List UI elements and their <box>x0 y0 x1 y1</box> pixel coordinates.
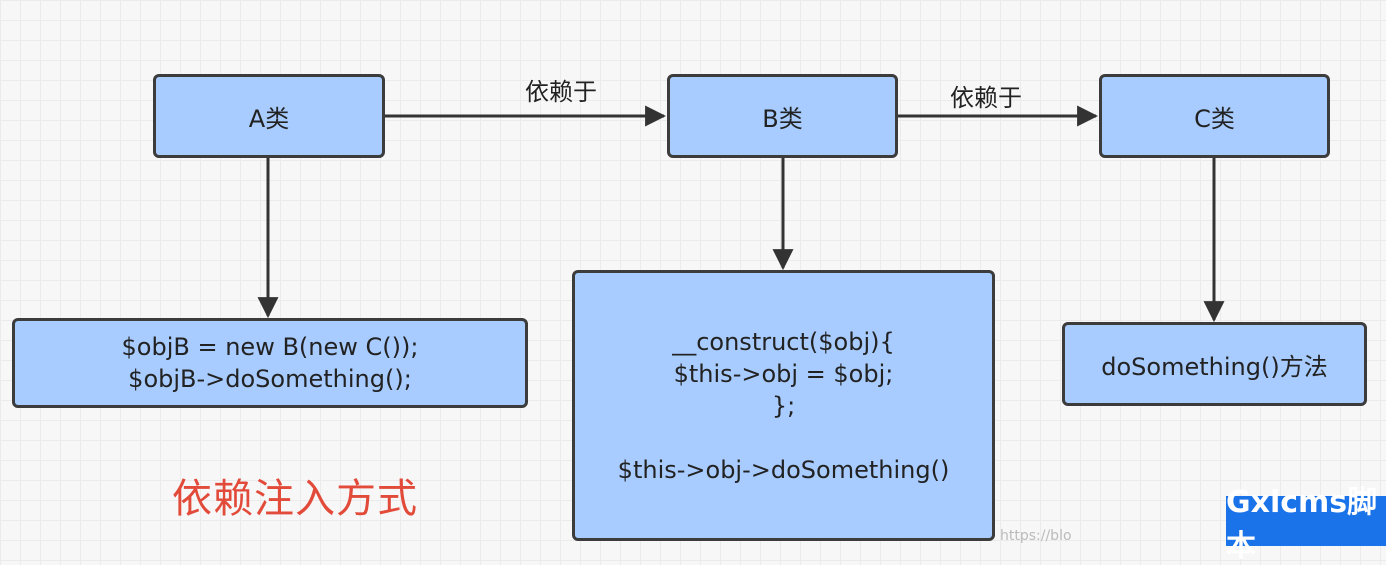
node-class-b: B类 <box>667 74 898 158</box>
node-class-b-label: B类 <box>762 104 803 133</box>
edge-b-to-c-label: 依赖于 <box>950 84 1022 112</box>
diagram-caption: 依赖注入方式 <box>172 476 418 522</box>
node-class-c-label: C类 <box>1194 104 1235 133</box>
edge-a-to-b-label: 依赖于 <box>525 78 597 106</box>
node-a-code-text: $objB = new B(new C()); $objB->doSomethi… <box>121 333 419 393</box>
node-b-code-text: __construct($obj){ $this->obj = $obj; };… <box>617 327 950 484</box>
watermark-url: https://blo <box>1000 528 1072 544</box>
node-a-code: $objB = new B(new C()); $objB->doSomethi… <box>12 318 528 408</box>
node-class-c: C类 <box>1099 74 1330 158</box>
node-c-code-text: doSomething()方法 <box>1101 352 1328 381</box>
node-class-a-label: A类 <box>248 104 290 133</box>
node-c-code: doSomething()方法 <box>1062 322 1367 406</box>
node-b-code: __construct($obj){ $this->obj = $obj; };… <box>572 270 995 541</box>
site-watermark: Gxlcms脚本 <box>1226 485 1386 564</box>
node-class-a: A类 <box>153 74 385 158</box>
